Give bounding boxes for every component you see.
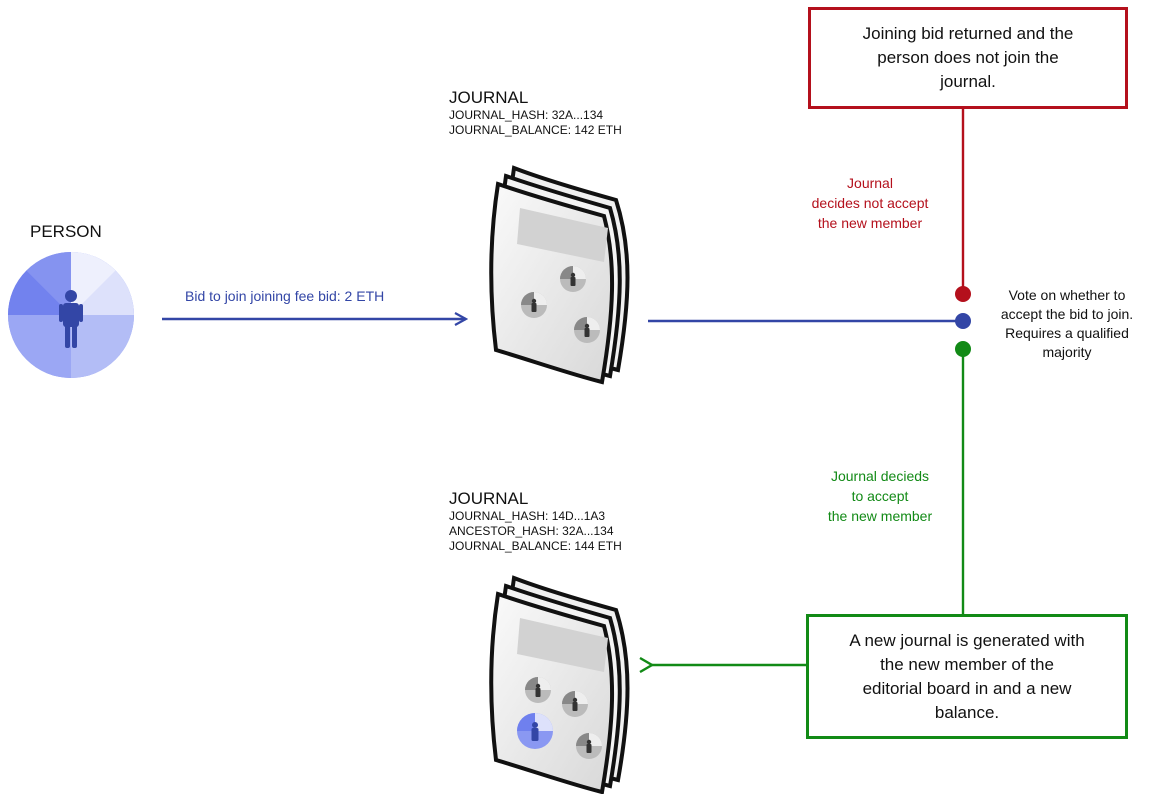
member-icon xyxy=(576,733,602,759)
member-icon-new-member xyxy=(517,713,553,749)
person-label: PERSON xyxy=(30,222,102,241)
journal-old-info: JOURNAL JOURNAL_HASH: 32A...134 JOURNAL_… xyxy=(449,88,622,138)
reject-label: Journal decides not accept the new membe… xyxy=(811,175,929,231)
journal-icon-old xyxy=(489,165,630,385)
journal-new-hash: JOURNAL_HASH: 14D...1A3 xyxy=(449,509,606,523)
journal-new-ancestor: ANCESTOR_HASH: 32A...134 xyxy=(449,524,614,538)
journal-old-title: JOURNAL xyxy=(449,88,529,107)
journal-new-balance: JOURNAL_BALANCE: 144 ETH xyxy=(449,539,622,553)
member-icon xyxy=(562,691,588,717)
bid-arrow-label: Bid to join joining fee bid: 2 ETH xyxy=(185,288,385,304)
journal-new-title: JOURNAL xyxy=(449,489,529,508)
journal-icon-new xyxy=(489,575,630,794)
vote-node xyxy=(955,313,971,329)
member-icon xyxy=(525,677,551,703)
member-icon xyxy=(560,266,586,292)
vote-label: Vote on whether to accept the bid to joi… xyxy=(1000,287,1134,360)
journal-old-balance: JOURNAL_BALANCE: 142 ETH xyxy=(449,123,622,137)
journal-old-hash: JOURNAL_HASH: 32A...134 xyxy=(449,108,604,122)
reject-node xyxy=(955,286,971,302)
member-icon xyxy=(521,292,547,318)
accept-outcome-box: A new journal is generated with the new … xyxy=(806,614,1128,739)
person-avatar xyxy=(8,252,134,378)
member-icon xyxy=(574,317,600,343)
person-icon xyxy=(59,290,83,348)
accept-node xyxy=(955,341,971,357)
journal-new-info: JOURNAL JOURNAL_HASH: 14D...1A3 ANCESTOR… xyxy=(449,489,622,554)
reject-outcome-box: Joining bid returned and the person does… xyxy=(808,7,1128,109)
accept-label: Journal decieds to accept the new member xyxy=(827,468,933,524)
